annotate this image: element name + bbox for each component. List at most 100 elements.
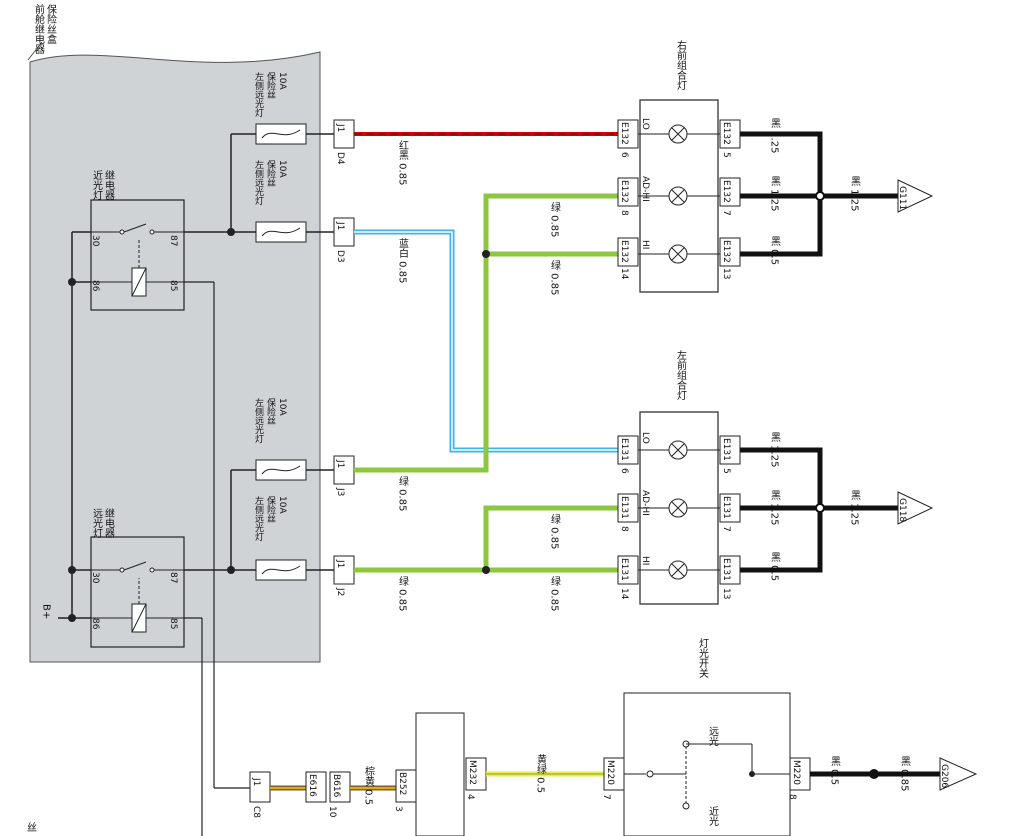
connector-label: M220 <box>605 760 615 785</box>
high-relay-label-1: 远光灯 <box>91 508 103 539</box>
connector-label: J1 <box>251 777 261 786</box>
fuse-label-1: 左侧远光灯 <box>253 159 264 206</box>
pin-label: D3 <box>335 250 345 263</box>
pin-label: 8 <box>619 210 629 216</box>
fuse-label-2: 保险丝 <box>265 159 276 187</box>
module-box <box>415 712 465 836</box>
wire-label: 绿 0.85 <box>397 475 409 512</box>
connector-label: M220 <box>791 760 801 785</box>
high-relay-label-2: 继电器 <box>103 507 115 539</box>
fuse-label-3: 10A <box>277 72 287 90</box>
pin-label: D4 <box>335 152 345 165</box>
conn-label: E131 <box>721 438 731 461</box>
fuse-label-3: 10A <box>277 398 287 416</box>
b-plus-label: B+ <box>41 604 52 619</box>
pin-label: J2 <box>335 587 345 596</box>
connector-label: B616 <box>331 774 341 798</box>
pin-label: 7 <box>721 526 731 532</box>
wire-label: 红黑 0.85 <box>397 139 409 186</box>
wire-label: 黑 0.5 <box>829 756 841 785</box>
fuse-j3: 左侧远光灯 保险丝 10A J1 J3 <box>253 397 355 496</box>
pin-label: C8 <box>251 806 261 818</box>
conn-label: E132 <box>619 240 629 263</box>
switch-position-label: 近光 <box>707 805 719 827</box>
connector-label: M232 <box>467 760 477 785</box>
pin-label: 13 <box>721 588 731 599</box>
fuse-label-2: 保险丝 <box>265 495 276 523</box>
fuse-box-title-line2: 保险丝盒 <box>45 3 57 44</box>
pin-label: 14 <box>619 268 629 280</box>
pin-87: 87 <box>168 235 178 246</box>
fuse-label-1: 左侧远光灯 <box>253 495 264 542</box>
pin-label: 4 <box>465 794 475 800</box>
right-front-lamp: 右前组合灯 E132 E132 E132 E132 E132 E132 6 8 … <box>617 39 741 293</box>
connector-label: E616 <box>307 774 317 797</box>
conn-label: E132 <box>619 180 629 203</box>
hi-label: HI <box>640 556 650 565</box>
connector-label: B252 <box>397 772 407 795</box>
switch-title: 灯光开关 <box>697 638 709 679</box>
wire-label: 绿 0.85 <box>397 575 409 612</box>
pin-30: 30 <box>90 572 100 584</box>
wire-label: 黑 1.25 <box>849 490 861 526</box>
pin-label: 5 <box>721 152 731 158</box>
conn-label: E132 <box>721 240 731 263</box>
left-front-lamp: 左前组合灯 E131 E131 E131 E131 E131 E131 6 8 … <box>617 349 741 605</box>
fuse-label-2: 保险丝 <box>265 71 276 99</box>
low-relay-label-2: 继电器 <box>103 169 115 201</box>
fuse-label-1: 左侧远光灯 <box>253 71 264 118</box>
wire-label: 棕黄 0.5 <box>363 765 375 805</box>
wire-green-j3 <box>354 193 618 473</box>
pin-label: 13 <box>721 268 731 279</box>
pin-87: 87 <box>168 572 178 583</box>
wire-label: 蓝白 0.85 <box>397 238 409 284</box>
wire-label: 黑 0.5 <box>769 236 781 265</box>
pin-85: 85 <box>168 618 178 629</box>
connector-label: J1 <box>335 459 345 468</box>
conn-label: E132 <box>721 122 731 145</box>
pin-label: 6 <box>619 152 629 158</box>
pin-label: 10 <box>327 806 337 818</box>
pin-86: 86 <box>90 618 100 630</box>
wire-label: 绿 0.85 <box>549 201 561 238</box>
ground-icon <box>939 757 978 791</box>
conn-label: E131 <box>721 558 731 581</box>
pin-30: 30 <box>90 235 100 247</box>
wire-label: 黑 1.25 <box>769 432 781 468</box>
pin-label: 8 <box>787 794 797 800</box>
ground-label: G111 <box>897 186 907 210</box>
connector-label: J1 <box>335 123 345 132</box>
wire-label: 黑 0.85 <box>899 756 911 792</box>
wire-label: 绿 0.85 <box>549 513 561 550</box>
conn-label: E132 <box>721 180 731 203</box>
conn-label: E131 <box>721 496 731 519</box>
low-relay-label-1: 近光灯 <box>91 169 103 201</box>
pin-label: 14 <box>619 588 629 600</box>
fuse-d4: 左侧远光灯 保险丝 10A J1 D4 <box>253 71 355 165</box>
connector-e616 <box>305 771 327 803</box>
hi-label: HI <box>640 240 650 249</box>
ground-icon <box>897 179 934 213</box>
lo-label: LO <box>640 432 650 444</box>
wire-label: 黑 1.25 <box>769 490 781 526</box>
fuse-label-2: 保险丝 <box>265 397 276 425</box>
connector-c8 <box>249 771 271 803</box>
wire-label: 绿 0.85 <box>549 259 561 296</box>
ad-hi-label: AD-HI <box>640 490 650 516</box>
fuse-d3: 左侧远光灯 保险丝 10A J1 D3 <box>253 159 355 263</box>
conn-label: E131 <box>619 558 629 581</box>
ground-icon <box>897 491 934 525</box>
pin-label: 7 <box>721 210 731 216</box>
wire-label: 黑 0.5 <box>769 552 781 581</box>
fuse-label-3: 10A <box>277 160 287 178</box>
switch-position-label: 远光 <box>707 726 719 747</box>
ground-label: G206 <box>939 764 949 788</box>
pin-label: 6 <box>619 468 629 474</box>
ground-label: G118 <box>897 498 907 522</box>
ad-hi-label: AD-HI <box>640 176 650 202</box>
pin-label: 3 <box>393 806 403 812</box>
wire-label: 黄绿 0.5 <box>535 753 547 793</box>
wire-label: 黑 1.25 <box>769 176 781 212</box>
wire-label: 黑 1.25 <box>849 176 861 212</box>
